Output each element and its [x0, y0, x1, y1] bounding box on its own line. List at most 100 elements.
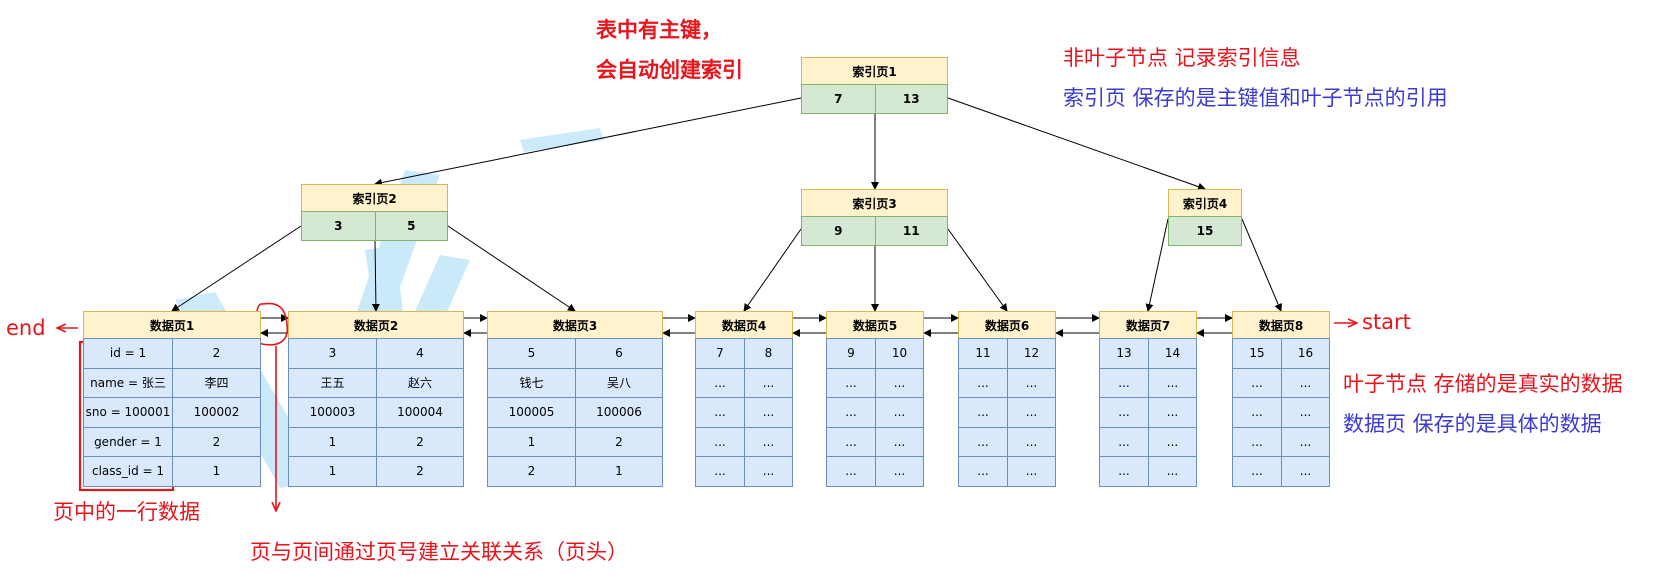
data-cell: name = 张三 [83, 367, 173, 398]
sibling-page-links [260, 314, 1233, 337]
data-cell: 13 [1099, 338, 1149, 369]
edge-index4-to-page7 [1145, 218, 1169, 312]
data-cell: 赵六 [376, 367, 464, 398]
data-cell: ... [1148, 426, 1197, 457]
data-cell: sno = 100001 [83, 397, 173, 428]
data-cell: ... [1099, 397, 1149, 428]
data-cell: ... [695, 367, 745, 398]
link-label: 页与页间通过页号建立关联关系（页头） [250, 540, 628, 564]
edge-index4-to-page8 [1241, 218, 1282, 312]
data-cell: 2 [172, 426, 261, 457]
index-key-cell: 9 [801, 216, 876, 246]
data-cell: 14 [1148, 338, 1197, 369]
data-cell: ... [826, 397, 876, 428]
data-cell: 15 [1232, 338, 1282, 369]
index-key-cell: 15 [1168, 216, 1242, 246]
data-cell: ... [875, 397, 924, 428]
data-page-header: 数据页1 [83, 311, 261, 339]
data-cell: ... [958, 367, 1008, 398]
data-cell: ... [1148, 397, 1197, 428]
data-cell: 1 [172, 456, 261, 487]
data-cell: ... [1148, 456, 1197, 487]
index-page-header: 索引页2 [301, 184, 448, 212]
data-cell: 2 [172, 338, 261, 369]
data-cell: 16 [1281, 338, 1330, 369]
data-cell: ... [1281, 367, 1330, 398]
index-page-header: 索引页1 [801, 57, 948, 85]
data-cell: 1 [288, 426, 377, 457]
data-page-header: 数据页4 [695, 311, 793, 339]
start-label: start [1362, 310, 1411, 334]
data-cell: ... [1099, 367, 1149, 398]
data-cell: 100002 [172, 397, 261, 428]
index-key-cell: 7 [801, 84, 876, 114]
data-cell: 2 [487, 456, 576, 487]
data-cell: ... [744, 456, 793, 487]
row-label: 页中的一行数据 [53, 500, 200, 524]
data-page-header: 数据页6 [958, 311, 1056, 339]
data-cell: ... [875, 426, 924, 457]
data-cell: ... [695, 397, 745, 428]
data-cell: ... [826, 426, 876, 457]
data-cell: 9 [826, 338, 876, 369]
data-cell: 100005 [487, 397, 576, 428]
edge-index2-to-page3 [447, 225, 576, 312]
edge-root-to-index2 [374, 97, 802, 187]
end-label: end [6, 316, 46, 340]
data-cell: ... [1007, 456, 1056, 487]
data-cell: ... [1232, 426, 1282, 457]
leaf-note-2: 数据页 保存的是具体的数据 [1343, 412, 1602, 436]
data-cell: 7 [695, 338, 745, 369]
index-key-cell: 11 [874, 216, 948, 246]
data-cell: ... [875, 456, 924, 487]
data-cell: id = 1 [83, 338, 173, 369]
index-page-header: 索引页3 [801, 189, 948, 217]
data-cell: ... [1232, 397, 1282, 428]
data-cell: ... [958, 426, 1008, 457]
nonleaf-note-2: 索引页 保存的是主键值和叶子节点的引用 [1063, 86, 1448, 110]
edge-index2-to-page1 [171, 225, 302, 312]
data-cell: ... [744, 397, 793, 428]
data-cell: 1 [575, 456, 663, 487]
index-key-cell: 13 [874, 84, 948, 114]
title-line-1: 表中有主键， [596, 18, 722, 42]
data-cell: 钱七 [487, 367, 576, 398]
data-cell: ... [1099, 456, 1149, 487]
data-cell: class_id = 1 [83, 456, 173, 487]
data-cell: 2 [376, 456, 464, 487]
edge-index3-to-page6 [947, 228, 1008, 312]
data-cell: ... [1148, 367, 1197, 398]
data-cell: 5 [487, 338, 576, 369]
data-cell: ... [1099, 426, 1149, 457]
data-cell: 11 [958, 338, 1008, 369]
nonleaf-note-1: 非叶子节点 记录索引信息 [1063, 46, 1301, 70]
data-cell: 1 [288, 456, 377, 487]
data-cell: ... [1232, 456, 1282, 487]
edge-index2-to-page2 [371, 240, 380, 312]
data-cell: 2 [575, 426, 663, 457]
data-cell: 李四 [172, 367, 261, 398]
data-cell: gender = 1 [83, 426, 173, 457]
data-cell: ... [1007, 367, 1056, 398]
data-cell: ... [695, 456, 745, 487]
data-page-header: 数据页3 [487, 311, 663, 339]
data-cell: 10 [875, 338, 924, 369]
data-cell: 8 [744, 338, 793, 369]
data-page-header: 数据页2 [288, 311, 464, 339]
data-cell: 2 [376, 426, 464, 457]
index-edges [171, 97, 1282, 312]
edge-root-to-index4 [947, 97, 1206, 191]
data-page-header: 数据页5 [826, 311, 924, 339]
leaf-note-1: 叶子节点 存储的是真实的数据 [1343, 372, 1623, 396]
data-cell: 6 [575, 338, 663, 369]
edge-index3-to-page4 [743, 228, 802, 312]
data-cell: 100004 [376, 397, 464, 428]
data-cell: 4 [376, 338, 464, 369]
data-cell: ... [1281, 397, 1330, 428]
data-cell: ... [875, 367, 924, 398]
data-cell: 100003 [288, 397, 377, 428]
data-cell: ... [744, 367, 793, 398]
index-key-cell: 5 [374, 211, 448, 241]
data-page-header: 数据页7 [1099, 311, 1197, 339]
data-cell: ... [826, 456, 876, 487]
